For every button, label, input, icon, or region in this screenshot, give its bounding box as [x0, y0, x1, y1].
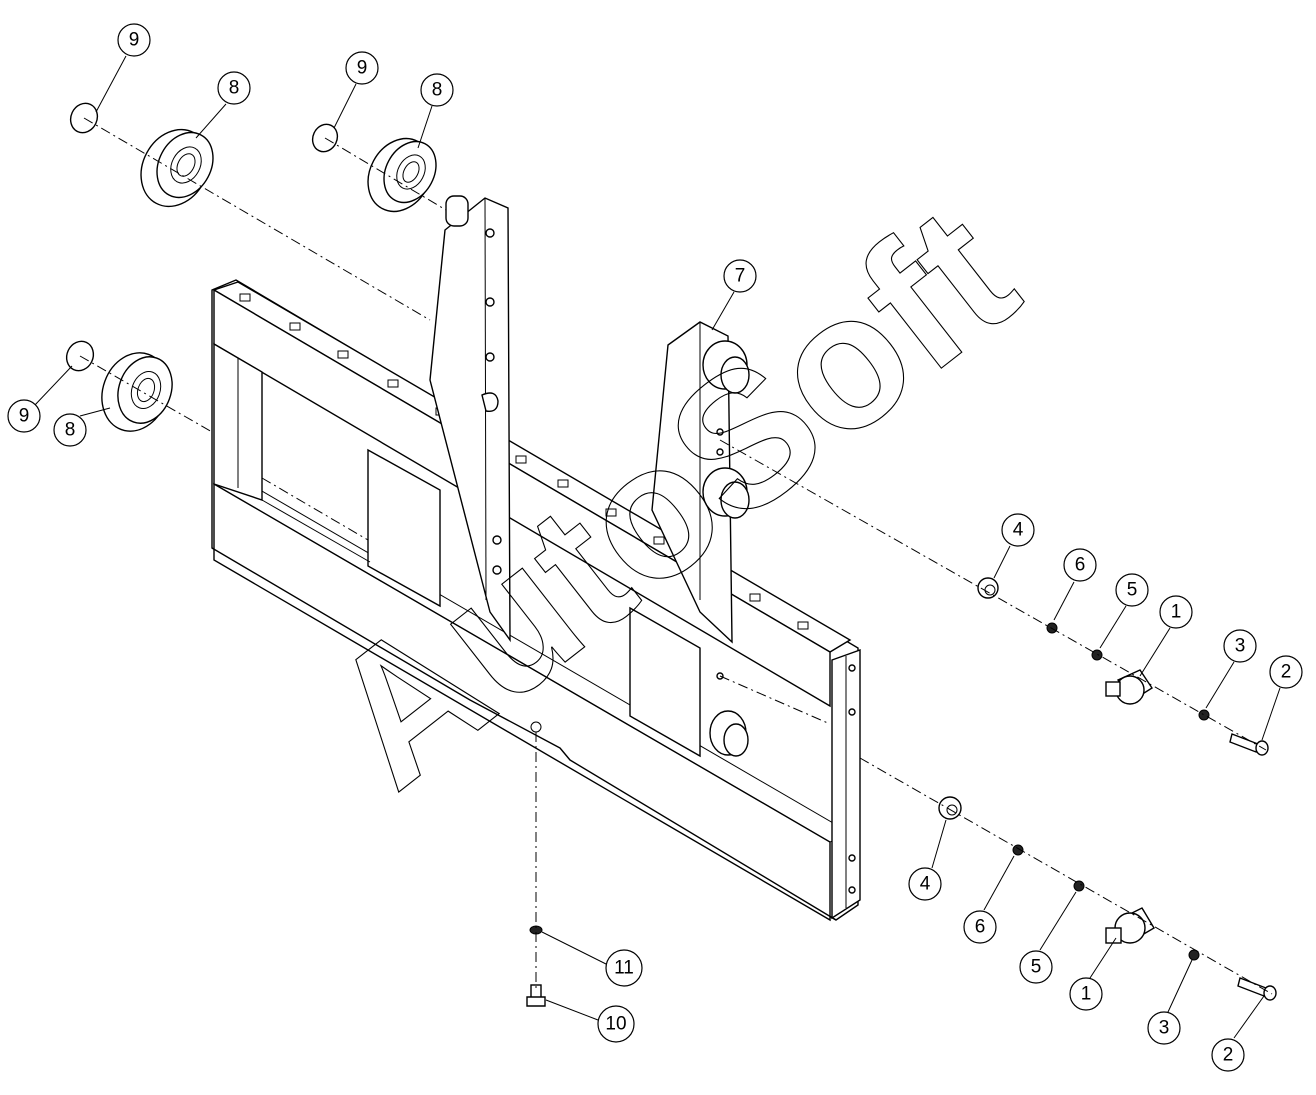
hardware-stack-upper: [977, 577, 1269, 756]
hardware-stack-lower: [938, 796, 1277, 1001]
snap-ring-upper-left: [69, 102, 99, 134]
center-lines: [79, 117, 1273, 995]
svg-text:9: 9: [19, 406, 30, 427]
callout-5-upper: 5: [1115, 573, 1149, 607]
callout-2-lower: 2: [1211, 1038, 1245, 1072]
svg-text:2: 2: [1223, 1045, 1234, 1066]
bearing-upper-left: [140, 128, 214, 208]
svg-text:6: 6: [1075, 555, 1086, 576]
callout-1-lower: 1: [1069, 977, 1103, 1011]
callout-8-top-mid: 8: [420, 73, 454, 107]
svg-text:1: 1: [1081, 984, 1092, 1005]
callout-3-upper: 3: [1223, 629, 1257, 663]
bottom-fastener: [526, 721, 546, 1007]
callout-9-lower-left: 9: [7, 399, 41, 433]
callout-6-upper: 6: [1063, 548, 1097, 582]
right-mast-plate: [651, 321, 750, 757]
callout-7: 7: [723, 259, 757, 293]
svg-text:3: 3: [1159, 1018, 1170, 1039]
bearing-upper-mid: [367, 137, 437, 213]
svg-text:5: 5: [1031, 957, 1042, 978]
carriage-frame: [211, 279, 861, 922]
svg-text:3: 3: [1235, 636, 1246, 657]
callout-11: 11: [605, 949, 643, 987]
svg-text:4: 4: [1013, 520, 1024, 541]
svg-text:8: 8: [65, 420, 76, 441]
callout-4-lower: 4: [908, 867, 942, 901]
svg-text:1: 1: [1171, 602, 1182, 623]
svg-text:8: 8: [432, 80, 443, 101]
bearing-lower-left: [101, 352, 173, 432]
svg-text:8: 8: [229, 78, 240, 99]
svg-text:11: 11: [614, 958, 634, 979]
callout-3-lower: 3: [1147, 1011, 1181, 1045]
callout-9-top-mid: 9: [345, 51, 379, 85]
callout-8-lower-left: 8: [53, 413, 87, 447]
svg-text:7: 7: [735, 266, 746, 287]
svg-text:4: 4: [920, 874, 931, 895]
svg-text:5: 5: [1127, 580, 1138, 601]
callout-10: 10: [597, 1005, 635, 1043]
callout-8-top-left: 8: [217, 71, 251, 105]
callout-5-lower: 5: [1019, 950, 1053, 984]
callout-1-upper: 1: [1159, 595, 1193, 629]
callouts: 9 8 9 8 9 8: [7, 23, 1303, 1072]
callout-2-upper: 2: [1269, 655, 1303, 689]
svg-text:2: 2: [1281, 662, 1292, 683]
snap-ring-lower-left: [65, 340, 95, 372]
left-mast-plate: [429, 195, 511, 643]
svg-text:9: 9: [357, 58, 368, 79]
callout-6-lower: 6: [963, 910, 997, 944]
svg-text:9: 9: [129, 30, 140, 51]
svg-text:6: 6: [975, 917, 986, 938]
svg-text:10: 10: [605, 1014, 626, 1035]
snap-ring-upper-mid: [311, 123, 339, 153]
callout-9-top-left: 9: [117, 23, 151, 57]
callout-4-upper: 4: [1001, 513, 1035, 547]
